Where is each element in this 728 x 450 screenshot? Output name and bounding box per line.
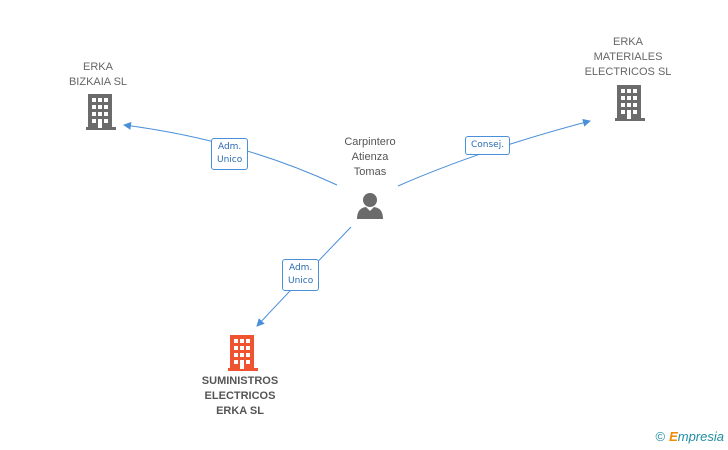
edge-label-adm-unico-suministros[interactable]: Adm. Unico xyxy=(282,259,320,291)
building-icon[interactable] xyxy=(86,94,116,130)
edge-label-adm-unico-bizkaia[interactable]: Adm. Unico xyxy=(211,138,249,170)
brand-initial: E xyxy=(669,429,678,444)
company-label-suministros[interactable]: SUMINISTROS ELECTRICOS ERKA SL xyxy=(190,374,290,419)
label-line: Tomas xyxy=(353,166,387,178)
label-line: ERKA xyxy=(613,36,643,48)
edge-label-line: Adm. xyxy=(217,142,242,152)
edge-label-line: Unico xyxy=(217,155,243,165)
edge-label-line: Unico xyxy=(288,276,314,286)
label-line: ERKA SL xyxy=(216,405,264,417)
label-line: SUMINISTROS xyxy=(201,375,279,387)
building-icon[interactable] xyxy=(228,335,258,371)
copyright-icon: © xyxy=(655,429,666,444)
label-line: Carpintero xyxy=(344,136,396,148)
label-line: ELECTRICOS SL xyxy=(584,66,672,78)
person-label[interactable]: Carpintero Atienza Tomas xyxy=(330,135,410,180)
label-line: ERKA xyxy=(83,61,113,73)
company-label-erka-bizkaia[interactable]: ERKA BIZKAIA SL xyxy=(58,60,138,90)
person-icon[interactable] xyxy=(356,192,384,220)
edge-label-line: Consej. xyxy=(471,140,505,150)
label-line: BIZKAIA SL xyxy=(68,76,128,88)
edge-label-line: Adm. xyxy=(288,263,313,273)
label-line: ELECTRICOS xyxy=(204,390,276,402)
building-icon[interactable] xyxy=(615,85,645,121)
brand-name: mpresia xyxy=(677,429,724,444)
brand-footer: ©Empresia xyxy=(655,429,724,444)
label-line: MATERIALES xyxy=(593,51,663,63)
label-line: Atienza xyxy=(351,151,389,163)
company-label-erka-materiales[interactable]: ERKA MATERIALES ELECTRICOS SL xyxy=(578,35,678,80)
edge-label-consej-materiales[interactable]: Consej. xyxy=(465,136,511,155)
